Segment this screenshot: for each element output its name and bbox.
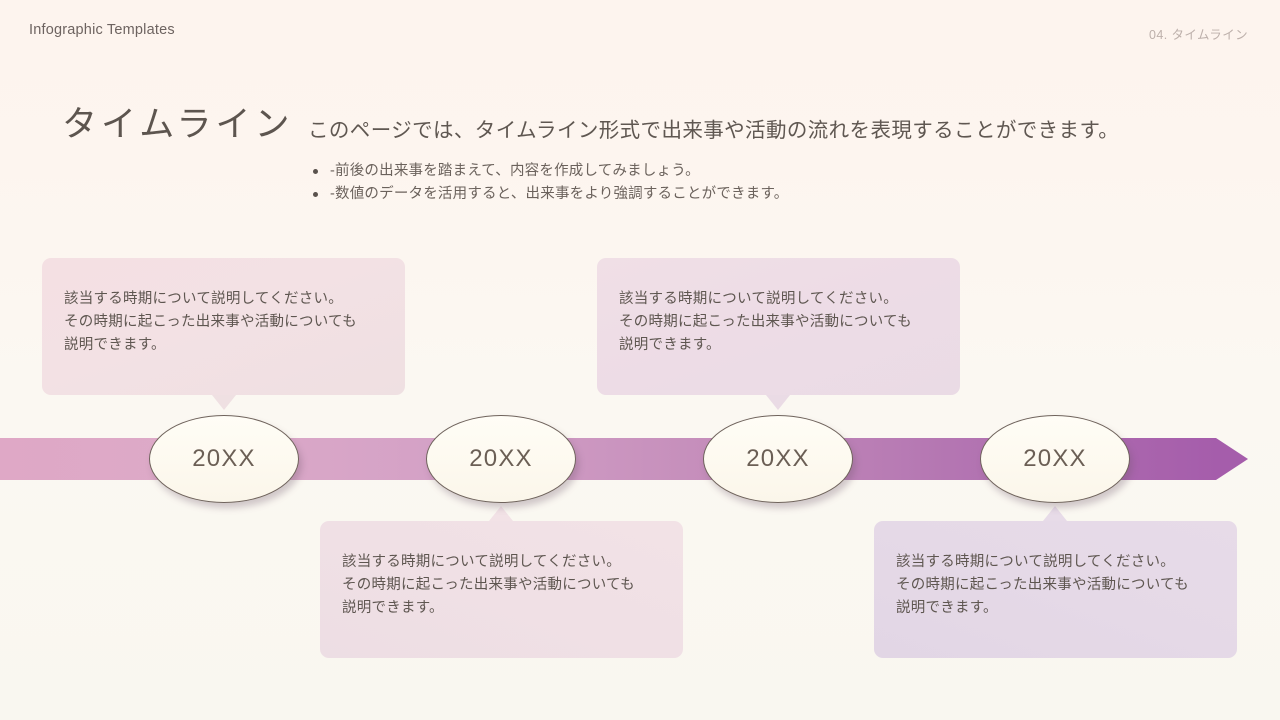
timeline-node-2[interactable]: 20XX	[426, 415, 576, 503]
callout-text: 該当する時期について説明してください。 その時期に起こった出来事や活動についても…	[896, 554, 1189, 616]
bullet-text: -前後の出来事を踏まえて、内容を作成してみましょう。	[330, 163, 700, 179]
callout-tail-2	[766, 395, 790, 410]
timeline-arrow-icon	[1216, 438, 1248, 480]
brand-label: Infographic Templates	[29, 22, 175, 38]
callout-tail-1	[212, 395, 236, 410]
bullet-dot-icon	[313, 169, 318, 174]
callout-box-1[interactable]: 該当する時期について説明してください。 その時期に起こった出来事や活動についても…	[42, 258, 405, 395]
callout-text: 該当する時期について説明してください。 その時期に起こった出来事や活動についても…	[342, 554, 635, 616]
callout-tail-3	[489, 506, 513, 521]
callout-box-2[interactable]: 該当する時期について説明してください。 その時期に起こった出来事や活動についても…	[597, 258, 960, 395]
bullet-list: -前後の出来事を踏まえて、内容を作成してみましょう。 -数値のデータを活用すると…	[308, 160, 788, 205]
timeline-node-label: 20XX	[746, 445, 810, 472]
timeline-node-label: 20XX	[469, 445, 533, 472]
callout-text: 該当する時期について説明してください。 その時期に起こった出来事や活動についても…	[64, 291, 357, 353]
list-item: -数値のデータを活用すると、出来事をより強調することができます。	[308, 183, 788, 206]
bullet-dot-icon	[313, 191, 318, 197]
page-subtitle: このページでは、タイムライン形式で出来事や活動の流れを表現することができます。	[308, 119, 1120, 142]
section-label: 04. タイムライン	[1149, 28, 1248, 42]
timeline-node-3[interactable]: 20XX	[703, 415, 853, 503]
callout-tail-4	[1043, 506, 1067, 521]
bullet-text: -数値のデータを活用すると、出来事をより強調することができます。	[330, 185, 789, 202]
page-title: タイムライン	[62, 105, 294, 144]
timeline-node-label: 20XX	[1023, 445, 1087, 472]
callout-box-3[interactable]: 該当する時期について説明してください。 その時期に起こった出来事や活動についても…	[320, 521, 683, 658]
callout-box-4[interactable]: 該当する時期について説明してください。 その時期に起こった出来事や活動についても…	[874, 521, 1237, 658]
timeline-node-4[interactable]: 20XX	[980, 415, 1130, 503]
callout-text: 該当する時期について説明してください。 その時期に起こった出来事や活動についても…	[619, 291, 912, 353]
list-item: -前後の出来事を踏まえて、内容を作成してみましょう。	[308, 160, 788, 183]
timeline-node-1[interactable]: 20XX	[149, 415, 299, 503]
timeline-node-label: 20XX	[192, 445, 256, 472]
